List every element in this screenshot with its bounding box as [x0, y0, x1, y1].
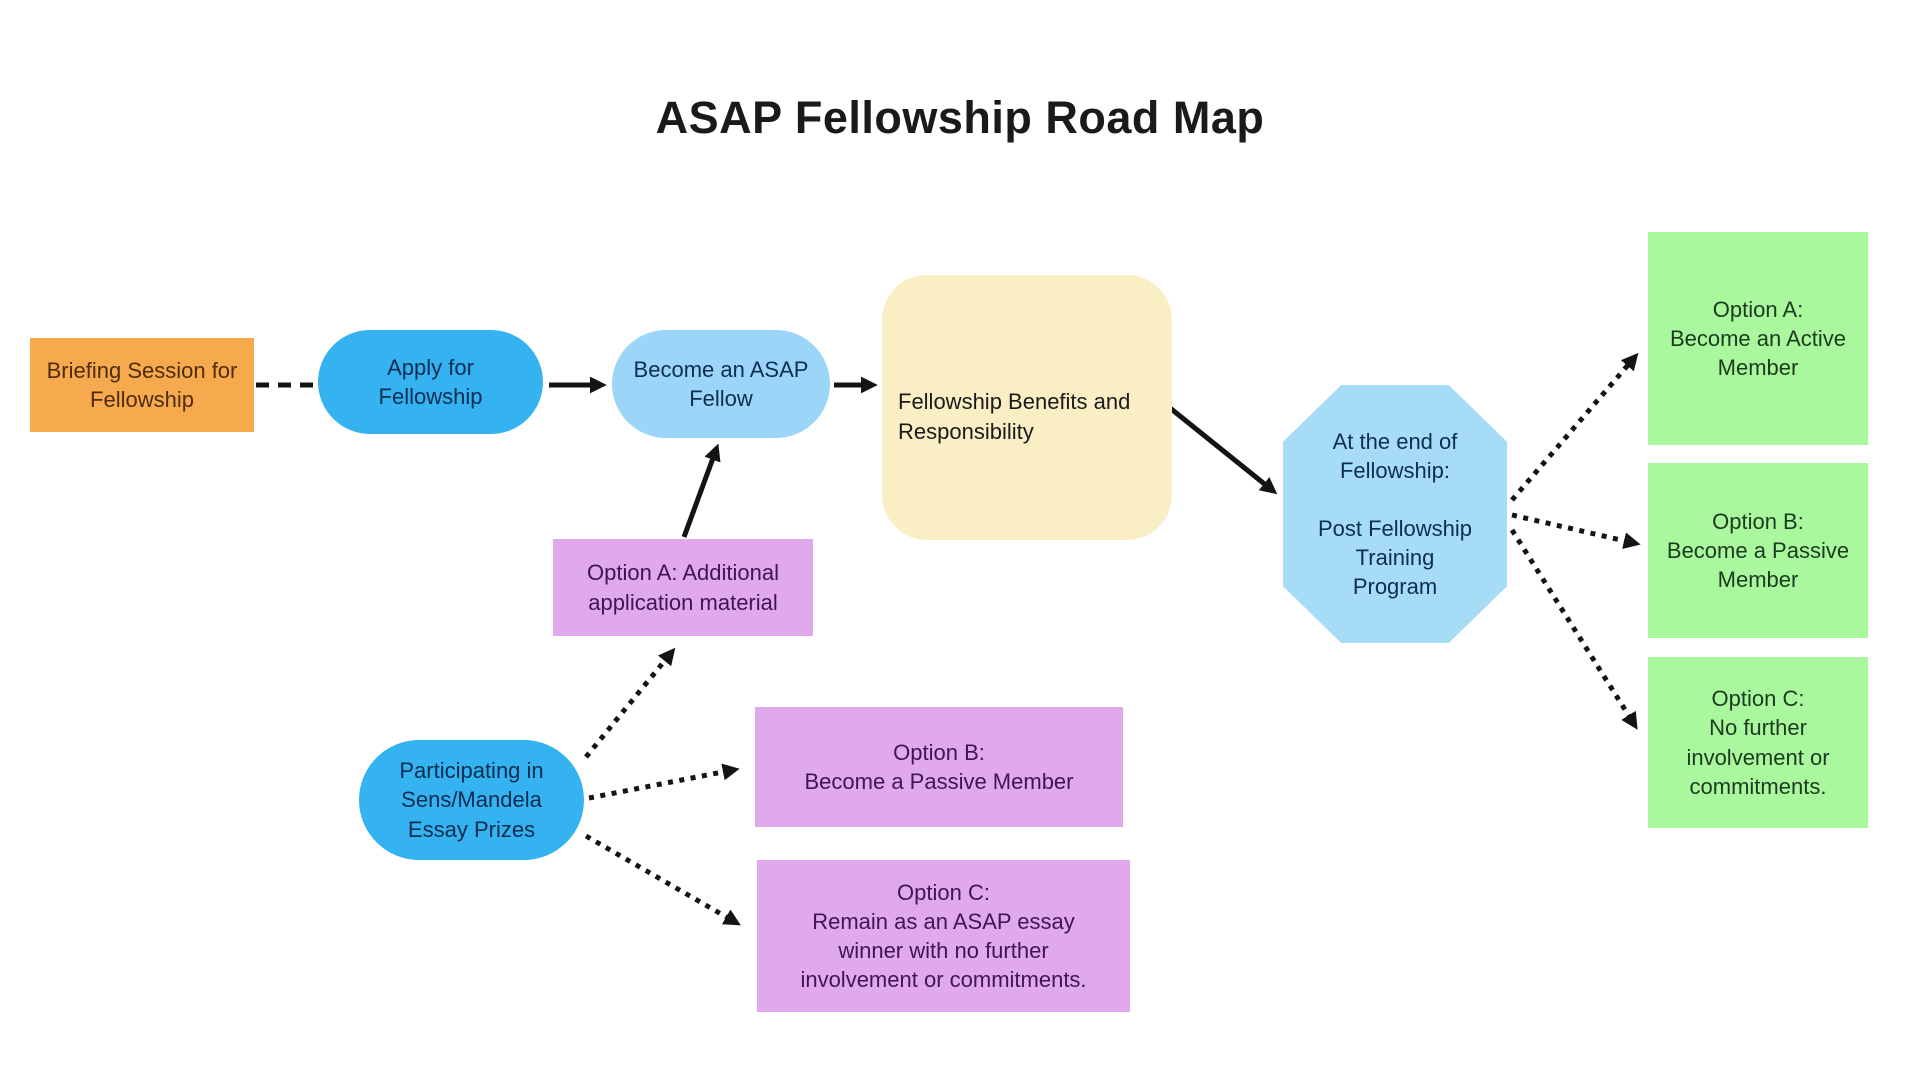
arrow-essay-to-purple-c	[584, 833, 741, 926]
node-become-asap-fellow-label: Become an ASAP Fellow	[633, 356, 809, 411]
node-essay-prizes: Participating in Sens/Mandela Essay Priz…	[359, 740, 584, 860]
arrow-octagon-to-green-b	[1511, 512, 1641, 550]
arrow-benefits-to-octagon	[1168, 406, 1278, 495]
node-option-c-essay-winner-label: Option C: Remain as an ASAP essay winner…	[800, 879, 1087, 993]
node-briefing-session: Briefing Session for Fellowship	[30, 338, 254, 432]
arrow-purple-a-to-become	[681, 443, 721, 538]
node-become-asap-fellow: Become an ASAP Fellow	[612, 330, 830, 438]
node-briefing-session-label: Briefing Session for Fellowship	[46, 357, 238, 412]
arrow-essay-to-purple-a	[584, 647, 676, 759]
node-option-a-additional-material: Option A: Additional application materia…	[553, 539, 813, 636]
node-option-c-no-involvement-label: Option C: No further involvement or comm…	[1686, 686, 1830, 799]
node-option-b-passive-member-essay-label: Option B: Become a Passive Member	[804, 739, 1074, 794]
node-fellowship-benefits-label: Fellowship Benefits and Responsibility	[898, 389, 1131, 444]
arrow-octagon-to-green-c	[1509, 528, 1638, 730]
diagram-title: ASAP Fellowship Road Map	[655, 92, 1265, 143]
node-post-fellowship-training: At the end of Fellowship: Post Fellowshi…	[1283, 385, 1507, 643]
node-apply-for-fellowship-label: Apply for Fellowship	[378, 354, 483, 409]
node-essay-prizes-label: Participating in Sens/Mandela Essay Priz…	[399, 758, 544, 842]
node-option-c-no-involvement: Option C: No further involvement or comm…	[1648, 657, 1868, 828]
arrow-octagon-to-green-a	[1510, 352, 1639, 502]
node-option-a-additional-material-label: Option A: Additional application materia…	[586, 560, 780, 615]
node-option-b-passive-member: Option B: Become a Passive Member	[1648, 463, 1868, 638]
node-option-b-passive-member-label: Option B: Become a Passive Member	[1666, 508, 1850, 593]
node-apply-for-fellowship: Apply for Fellowship	[318, 330, 543, 434]
node-option-b-passive-member-essay: Option B: Become a Passive Member	[755, 707, 1123, 827]
node-fellowship-benefits: Fellowship Benefits and Responsibility	[882, 275, 1172, 540]
arrow-essay-to-purple-b	[588, 763, 740, 801]
node-option-a-active-member: Option A: Become an Active Member	[1648, 232, 1868, 445]
node-option-c-essay-winner: Option C: Remain as an ASAP essay winner…	[757, 860, 1130, 1012]
node-option-a-active-member-label: Option A: Become an Active Member	[1669, 296, 1847, 381]
node-post-fellowship-training-label: At the end of Fellowship: Post Fellowshi…	[1317, 428, 1473, 600]
